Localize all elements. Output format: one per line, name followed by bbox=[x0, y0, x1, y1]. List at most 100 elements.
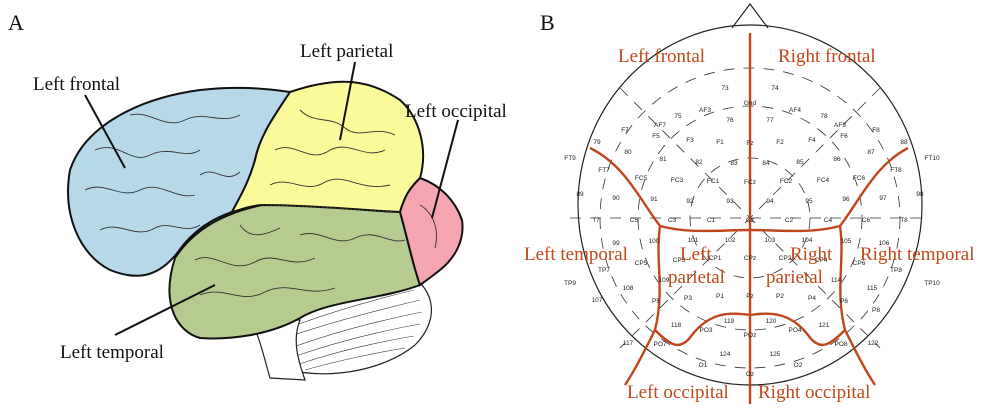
electrode-label: FC6 bbox=[853, 175, 866, 182]
electrode-label: 98 bbox=[916, 191, 924, 198]
electrode-label: FT8 bbox=[890, 167, 902, 174]
region-left-temporal: Left temporal bbox=[524, 244, 628, 265]
electrode-label: 104 bbox=[802, 237, 813, 244]
electrode-label: 121 bbox=[819, 322, 830, 329]
electrode-label: 118 bbox=[671, 322, 682, 329]
electrode-label: CP5 bbox=[635, 260, 648, 267]
electrode-label: FC2 bbox=[780, 178, 793, 185]
electrode-label: F1 bbox=[716, 139, 724, 146]
electrode-label: C2 bbox=[785, 217, 794, 224]
electrode-label: 119 bbox=[724, 318, 735, 325]
electrode-label: AF4 bbox=[789, 107, 801, 114]
electrode-label: FT10 bbox=[924, 155, 940, 162]
electrode-label: P6 bbox=[840, 298, 848, 305]
region-right-frontal: Right frontal bbox=[778, 46, 876, 67]
electrode-label: 122 bbox=[868, 340, 879, 347]
electrode-label: TP10 bbox=[924, 280, 940, 287]
electrode-label: P2 bbox=[776, 293, 784, 300]
electrode-label: 102 bbox=[725, 237, 736, 244]
electrode-label: PO8 bbox=[834, 341, 847, 348]
electrode-label: 87 bbox=[867, 149, 875, 156]
electrode-label: TP8 bbox=[890, 267, 902, 274]
electrode-label: FC1 bbox=[707, 178, 720, 185]
electrode-label: 100 bbox=[649, 238, 660, 245]
electrode-label: 103 bbox=[765, 237, 776, 244]
electrode-label: AF3 bbox=[699, 107, 711, 114]
electrode-label: FT7 bbox=[598, 167, 610, 174]
electrode-label: 96 bbox=[842, 196, 850, 203]
electrode-label: P3 bbox=[684, 295, 692, 302]
electrode-label: 91 bbox=[650, 196, 658, 203]
electrode-label: 86 bbox=[833, 156, 841, 163]
region-right-temporal: Right temporal bbox=[860, 244, 975, 265]
label-left-parietal: Left parietal bbox=[300, 41, 393, 62]
electrode-label: 84 bbox=[762, 160, 770, 167]
electrode-label: 89 bbox=[576, 191, 584, 198]
region-left-parietal-line2: parietal bbox=[668, 267, 725, 288]
electrode-label: 90 bbox=[612, 195, 620, 202]
electrode-label: 97 bbox=[879, 195, 887, 202]
electrode-label: 108 bbox=[623, 285, 634, 292]
eeg-montage: 73 74 AF7 AF8 AF3 Gnd AF4 75 76 77 78 F7… bbox=[524, 4, 975, 404]
electrode-label: FT9 bbox=[564, 155, 576, 162]
label-left-frontal: Left frontal bbox=[33, 74, 120, 95]
electrode-label: 76 bbox=[726, 117, 734, 124]
electrode-label: TP9 bbox=[564, 280, 576, 287]
electrode-label: C3 bbox=[668, 217, 677, 224]
region-left-frontal: Left frontal bbox=[618, 46, 705, 67]
panel-a-letter: A bbox=[8, 10, 24, 35]
electrode-label: POz bbox=[744, 332, 757, 339]
electrode-label: Pz bbox=[746, 293, 754, 300]
electrode-label: 82 bbox=[695, 159, 703, 166]
electrode-label: F7 bbox=[621, 127, 629, 134]
electrode-label: T8 bbox=[900, 217, 908, 224]
electrode-label: 117 bbox=[623, 340, 634, 347]
electrode-label: C6 bbox=[862, 217, 871, 224]
electrode-label: PO4 bbox=[788, 327, 801, 334]
electrode-label: F6 bbox=[840, 133, 848, 140]
electrode-label: P1 bbox=[716, 293, 724, 300]
electrode-label: 92 bbox=[686, 198, 694, 205]
electrode-label: P5 bbox=[652, 298, 660, 305]
electrode-label: 85 bbox=[796, 159, 804, 166]
electrode-label: T7 bbox=[592, 217, 600, 224]
electrode-label: AF7 bbox=[654, 122, 666, 129]
electrode-label: Oz bbox=[746, 371, 754, 378]
electrode-label: FC4 bbox=[817, 177, 830, 184]
electrode-labels: 73 74 AF7 AF8 AF3 Gnd AF4 75 76 77 78 F7… bbox=[564, 85, 940, 378]
label-left-temporal: Left temporal bbox=[60, 342, 164, 363]
region-right-parietal-line1: Right bbox=[790, 244, 833, 265]
electrode-label: 74 bbox=[771, 85, 779, 92]
electrode-label: 125 bbox=[770, 351, 781, 358]
electrode-label: TP7 bbox=[598, 267, 610, 274]
electrode-label: C5 bbox=[630, 217, 639, 224]
electrode-label: F2 bbox=[776, 139, 784, 146]
electrode-label: 124 bbox=[720, 351, 731, 358]
region-left-parietal-line1: Left bbox=[680, 244, 712, 265]
electrode-label: O1 bbox=[699, 362, 708, 369]
electrode-label: 107 bbox=[592, 297, 603, 304]
electrode-label: P4 bbox=[808, 295, 816, 302]
electrode-label: PO3 bbox=[699, 327, 712, 334]
electrode-label: 77 bbox=[766, 117, 774, 124]
electrode-label: CPz bbox=[744, 255, 756, 262]
region-right-parietal-line2: parietal bbox=[766, 267, 823, 288]
brain-illustration bbox=[68, 82, 462, 380]
electrode-label: 75 bbox=[674, 113, 682, 120]
electrode-label: 115 bbox=[867, 285, 878, 292]
electrode-label: 114 bbox=[831, 277, 842, 284]
electrode-label: 81 bbox=[659, 156, 667, 163]
electrode-label: 105 bbox=[841, 238, 852, 245]
electrode-label: P8 bbox=[872, 307, 880, 314]
electrode-label: 83 bbox=[730, 160, 738, 167]
electrode-label: PO7 bbox=[653, 341, 666, 348]
panel-b-letter: B bbox=[540, 10, 555, 35]
electrode-label: Gnd bbox=[744, 100, 757, 107]
electrode-label: F3 bbox=[686, 137, 694, 144]
electrode-label: 73 bbox=[721, 85, 729, 92]
electrode-label: F5 bbox=[652, 133, 660, 140]
electrode-label: 80 bbox=[624, 149, 632, 156]
region-left-occipital: Left occipital bbox=[627, 382, 729, 403]
label-left-occipital: Left occipital bbox=[405, 101, 507, 122]
electrode-label: Cz bbox=[746, 217, 754, 224]
